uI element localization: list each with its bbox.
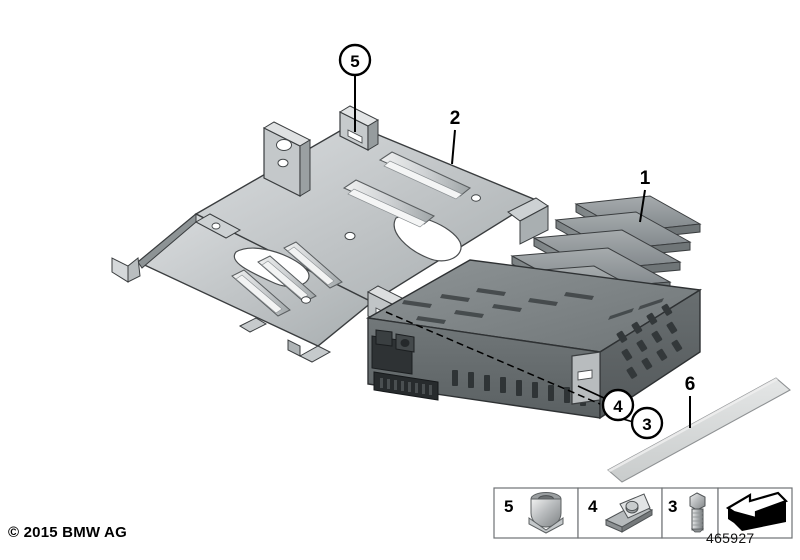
callout-6-label: 6 [685, 374, 696, 395]
callout-2-label: 2 [450, 108, 461, 129]
copyright-notice: © 2015 BMW AG [8, 524, 127, 541]
amplifier-connector-block [371, 329, 439, 401]
bracket-hole [471, 194, 481, 202]
amplifier-vent-holes [616, 303, 683, 379]
legend-cell-4: 4 [577, 487, 663, 539]
callout-5-label: 5 [350, 52, 359, 71]
callout-4-label: 4 [613, 397, 623, 416]
flange-nut-icon [528, 492, 564, 534]
bracket-flange-left [262, 121, 312, 197]
hex-bolt-icon [689, 492, 706, 533]
callout-5: 5 [338, 43, 372, 77]
legend-cell-3-label: 3 [668, 497, 677, 516]
leader-4-dashed [385, 311, 601, 405]
legend-cell-3: 3 [661, 487, 719, 539]
amplifier-top-slots [402, 288, 664, 324]
leader-lines [354, 74, 691, 428]
legend-cell-arrow [717, 487, 793, 539]
bracket-rib-upper [342, 151, 472, 228]
leader-1 [639, 189, 646, 223]
part-bracket [111, 105, 549, 363]
spring-clip-nut-icon [604, 493, 654, 533]
callout-4: 4 [601, 388, 635, 422]
callout-3: 3 [630, 406, 664, 440]
bracket-tab-right [507, 197, 549, 245]
part-amplifier [365, 195, 703, 420]
callout-3-label: 3 [642, 415, 651, 434]
bracket-tab-midleft [194, 213, 242, 239]
part-number: 465927 [706, 530, 755, 546]
bracket-hooks-bottom [238, 317, 332, 363]
bracket-hole [301, 296, 311, 304]
leader-2 [451, 129, 456, 165]
direction-arrow-icon [725, 491, 788, 531]
legend-cell-5-label: 5 [504, 497, 513, 516]
legend-cell-4-label: 4 [588, 497, 598, 516]
bracket-hole [344, 231, 356, 241]
bracket-hook-left [111, 257, 141, 283]
amplifier-mounting-tab [571, 351, 601, 405]
leader-4 [577, 385, 605, 399]
bracket-rib-lower [231, 241, 343, 317]
part-foam-strip [607, 377, 791, 483]
legend-strip: 5 4 3 [493, 487, 793, 539]
legend-cell-5: 5 [493, 487, 579, 539]
callout-1-label: 1 [640, 168, 651, 189]
